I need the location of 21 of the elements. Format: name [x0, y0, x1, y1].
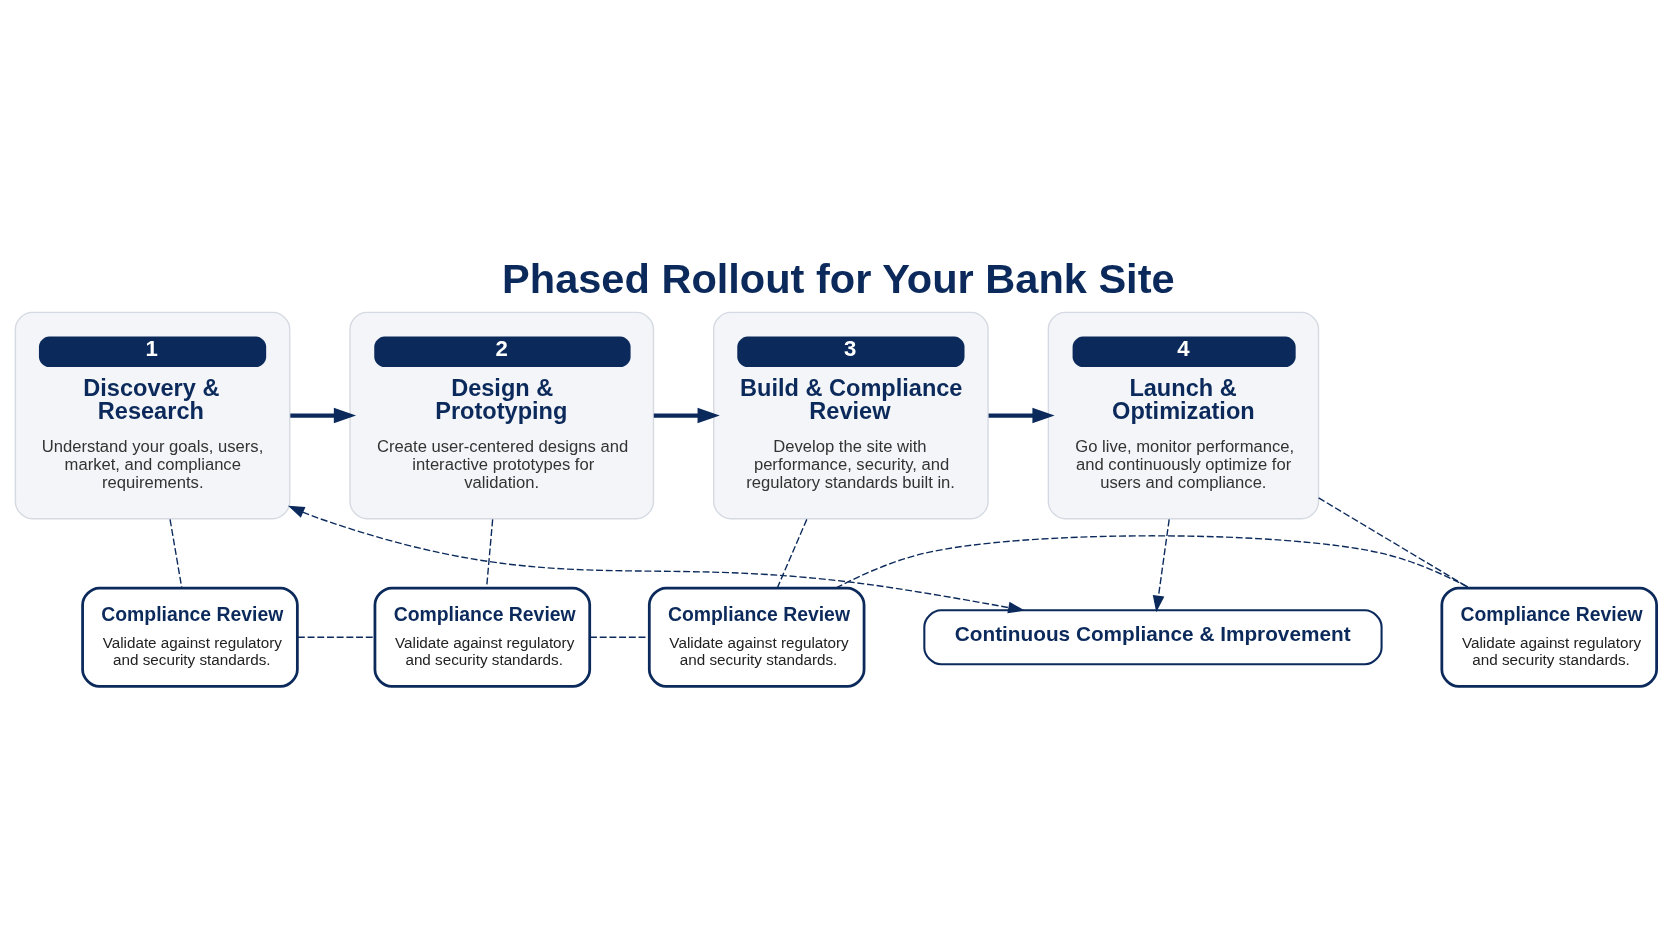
connector: [485, 518, 494, 588]
node-box: Continuous Compliance & Improvement: [923, 608, 1383, 665]
arrow: [290, 407, 357, 423]
node-box: 2 Design & Prototyping Create user-centered designs and interactive prototypes for validation.: [349, 311, 655, 519]
connector: [776, 518, 808, 588]
arrow: [1152, 518, 1170, 612]
node-box: Compliance Review Validate against regulatory and security standards.: [1440, 586, 1658, 688]
connector: [169, 518, 183, 588]
connector: [297, 636, 376, 638]
arrow: [988, 407, 1055, 423]
node-box: 4 Launch & Optimization Go live, monitor performance, and continuously optimize for users and compliance.: [1047, 311, 1320, 519]
node-box: 1 Discovery & Research Understand your goals, users, market, and compliance requirements.: [14, 311, 291, 519]
arrow: [287, 505, 1025, 613]
connector: [835, 534, 1471, 589]
node-box: Compliance Review Validate against regulatory and security standards.: [647, 586, 866, 688]
arrow: [653, 407, 720, 423]
node-box: Compliance Review Validate against regulatory and security standards.: [373, 586, 592, 688]
node-box: Compliance Review Validate against regulatory and security standards.: [81, 586, 299, 688]
diagram-title: Phased Rollout for Your Bank Site: [502, 254, 1175, 302]
node-box: 3 Build & Compliance Review Develop the site with performance, security, and regulatory standards built in.: [713, 311, 989, 519]
connector: [1317, 496, 1470, 589]
